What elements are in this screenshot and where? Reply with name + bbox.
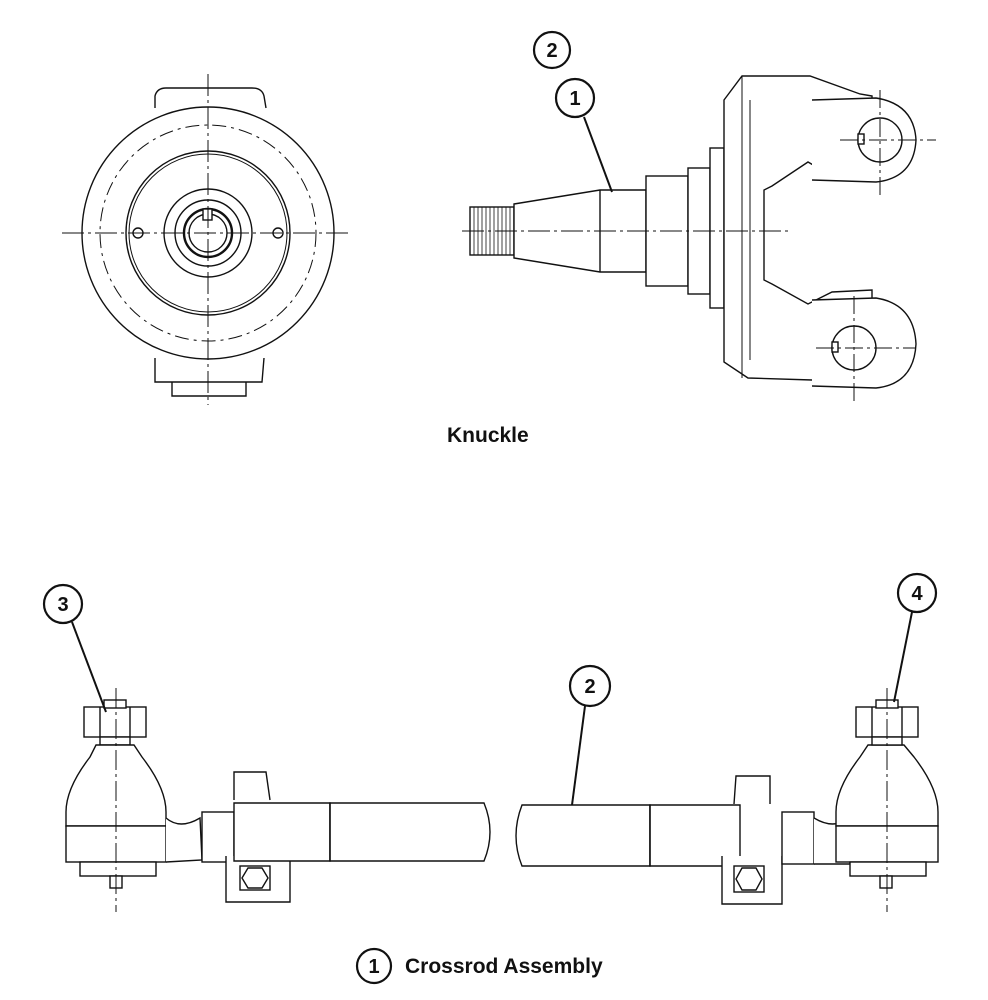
crossrod-left-end	[65, 688, 491, 912]
callout-knuckle-spindle: 1	[554, 77, 613, 193]
callout-crossrod-right-end: 4	[893, 572, 938, 703]
callout-label: 3	[57, 594, 68, 616]
callout-crossrod-assembly: 1	[355, 947, 393, 985]
knuckle-front-view	[62, 74, 352, 405]
callout-label: 1	[368, 956, 379, 978]
callout-crossrod-left-end: 3	[42, 583, 107, 713]
callout-label: 2	[546, 40, 557, 62]
callout-label: 1	[569, 88, 580, 110]
knuckle-caption: Knuckle	[447, 424, 529, 447]
callout-label: 2	[584, 676, 595, 698]
callout-knuckle-top: 2	[532, 30, 572, 70]
crossrod-right-end	[515, 688, 939, 912]
crossrod-caption: Crossrod Assembly	[405, 955, 603, 978]
callout-label: 4	[911, 583, 923, 605]
knuckle-side-view	[462, 75, 936, 404]
callout-crossrod-tube: 2	[568, 664, 612, 806]
